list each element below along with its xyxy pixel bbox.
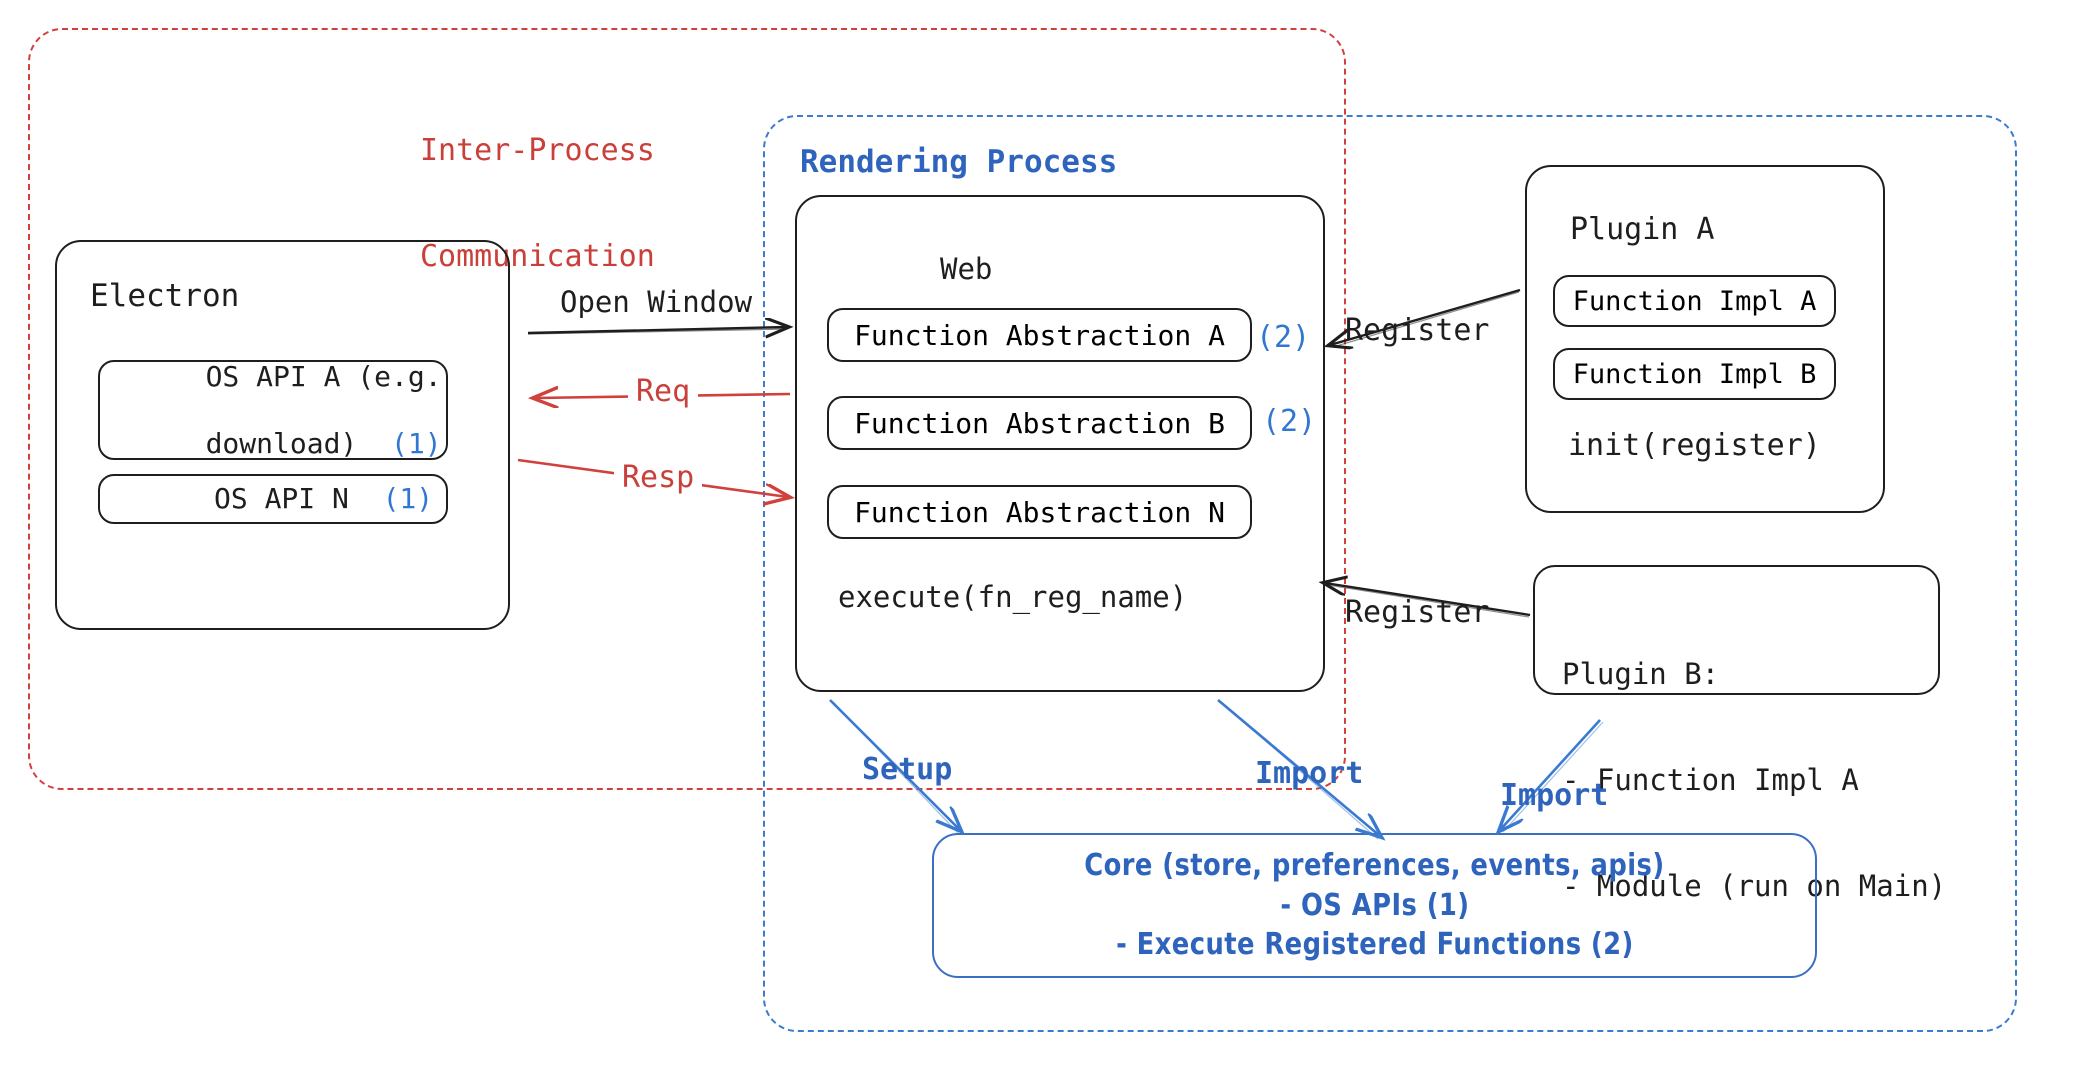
function-abstraction-b-label: Function Abstraction B	[854, 406, 1225, 440]
region-label-inter-process-communication: Inter-Process Communication	[420, 62, 655, 345]
function-abstraction-b-box: Function Abstraction B	[827, 396, 1252, 450]
plugin-a-box	[1525, 165, 1885, 513]
plugin-b-line-1: - Function Impl A	[1562, 762, 1859, 797]
arrow-label-setup: Setup	[862, 752, 953, 787]
web-execute-label: execute(fn_reg_name)	[838, 580, 1188, 614]
arrow-label-open-window: Open Window	[560, 285, 753, 319]
plugin-a-function-impl-b-label: Function Impl B	[1572, 358, 1817, 390]
os-api-a-box: OS API A (e.g. download) (1)	[98, 360, 448, 460]
function-abstraction-n-label: Function Abstraction N	[854, 495, 1225, 529]
arrow-label-req: Req	[628, 374, 699, 410]
function-abstraction-a-marker: (2)	[1256, 320, 1311, 355]
core-box: Core (store, preferences, events, apis) …	[932, 833, 1817, 978]
os-api-n-marker: (1)	[382, 482, 434, 516]
os-api-a-label: OS API A (e.g. download) (1)	[104, 327, 442, 492]
os-api-n-label: OS API N (1)	[113, 449, 433, 548]
region-label-rendering-process: Rendering Process	[800, 144, 1118, 180]
region-inter-process-communication	[28, 28, 1346, 790]
plugin-a-function-impl-a-label: Function Impl A	[1572, 285, 1817, 317]
function-abstraction-b-marker: (2)	[1262, 404, 1317, 439]
function-abstraction-a-label: Function Abstraction A	[854, 318, 1225, 352]
plugin-a-function-impl-a-box: Function Impl A	[1553, 275, 1836, 327]
os-api-n-text: OS API N	[214, 482, 349, 516]
web-title: Web	[940, 252, 993, 286]
electron-title: Electron	[90, 278, 240, 314]
core-line-1: Core (store, preferences, events, apis)	[1084, 848, 1665, 884]
arrow-label-import-plugin-b: Import	[1500, 778, 1609, 813]
function-abstraction-n-box: Function Abstraction N	[827, 485, 1252, 539]
ipc-label-line-2: Communication	[420, 238, 655, 274]
function-abstraction-a-box: Function Abstraction A	[827, 308, 1252, 362]
region-rendering-process	[763, 115, 2017, 1032]
electron-box	[55, 240, 510, 630]
plugin-a-function-impl-b-box: Function Impl B	[1553, 348, 1836, 400]
core-line-2: - OS APIs (1)	[1279, 887, 1470, 923]
os-api-a-line-1: OS API A (e.g.	[205, 360, 442, 394]
os-api-n-box: OS API N (1)	[98, 474, 448, 524]
web-box	[795, 195, 1325, 692]
plugin-a-title: Plugin A	[1570, 212, 1715, 247]
plugin-b-box	[1533, 565, 1940, 695]
plugin-b-title: Plugin B:	[1562, 656, 1720, 691]
plugin-a-init-label: init(register)	[1568, 428, 1821, 463]
arrow-label-resp: Resp	[614, 460, 703, 496]
arrow-label-import-web: Import	[1255, 756, 1364, 791]
ipc-label-line-1: Inter-Process	[420, 132, 655, 168]
os-api-a-line-2: download)	[205, 426, 358, 460]
plugin-b-line-2: - Module (run on Main)	[1562, 869, 1947, 903]
arrow-label-register-plugin-a: Register	[1345, 313, 1490, 348]
core-line-3: - Execute Registered Functions (2)	[1115, 927, 1634, 963]
os-api-a-marker: (1)	[391, 426, 442, 460]
arrow-label-register-plugin-b: Register	[1345, 595, 1490, 630]
